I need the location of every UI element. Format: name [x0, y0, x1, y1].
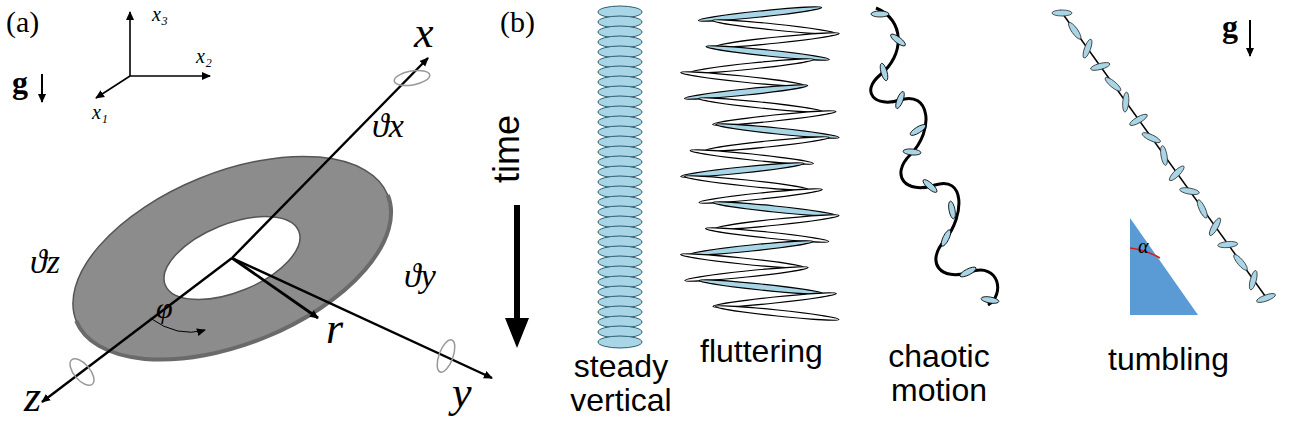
disk-snapshot [1179, 186, 1200, 195]
time-label: time [488, 115, 526, 183]
disk-snapshot [903, 148, 921, 156]
body-axes [42, 58, 492, 402]
disk-snapshot [939, 229, 952, 248]
disk-snapshot [1256, 292, 1277, 304]
axis-label: x₁ [92, 102, 108, 123]
angle-triangle [1130, 218, 1198, 315]
rotation-label: ϑz [30, 244, 60, 280]
flutter-trace [680, 5, 839, 323]
axis-label: y [452, 370, 472, 416]
rotation-label: ϑy [404, 258, 436, 294]
regime-label: steady vertical [556, 350, 686, 417]
chaotic-marks [871, 11, 999, 305]
time-arrowhead [505, 318, 529, 348]
regime-label: fluttering [700, 335, 823, 369]
axis-label: x₃ [152, 4, 168, 25]
disk-snapshot [705, 135, 829, 154]
time-arrow [514, 205, 520, 335]
disk-snapshot [1090, 61, 1111, 72]
chaotic-path [871, 8, 998, 305]
gravity-label: g [1222, 10, 1238, 44]
gravity-arrow [41, 74, 43, 102]
panel-label: (b) [500, 6, 535, 38]
disk-snapshot [1248, 270, 1259, 291]
tumbling-marks [1052, 10, 1276, 304]
disk-snapshot [598, 336, 642, 348]
disk-snapshot [909, 123, 927, 138]
disk-snapshot [1128, 112, 1148, 127]
disk-snapshot [1218, 241, 1238, 249]
disk-snapshot [1159, 145, 1168, 166]
gravity-label: g [12, 66, 28, 100]
disk-snapshot [1122, 92, 1130, 112]
disk-snapshot [1207, 217, 1222, 237]
axis-label: z [24, 374, 41, 420]
axis-label: x₂ [196, 46, 212, 67]
disk-snapshot [1103, 76, 1122, 93]
angle-label: φ [156, 292, 173, 324]
disk-snapshot [947, 201, 956, 220]
rotation-label: ϑx [372, 108, 404, 144]
disk-snapshot [879, 63, 890, 82]
disk-snapshot [871, 11, 889, 17]
disk-snapshot [1232, 253, 1249, 272]
gravity-arrow [1249, 20, 1251, 56]
panel-label: (a) [6, 6, 39, 38]
disk-snapshot [1081, 38, 1093, 59]
rotation-rings [66, 68, 459, 389]
axis-label: x [414, 10, 434, 56]
angle-label: α [1138, 236, 1149, 257]
disk-snapshot [894, 91, 906, 110]
disk-snapshot [889, 32, 907, 48]
disk-snapshot [1195, 199, 1209, 220]
disk-snapshot [1168, 164, 1186, 182]
disk-snapshot [959, 265, 978, 279]
disk-snapshot [981, 295, 1000, 304]
steady-stack [598, 6, 642, 348]
disk-snapshot [1052, 10, 1072, 16]
disk-snapshot [715, 304, 839, 323]
radius-label: r [326, 306, 343, 352]
disk-snapshot [921, 178, 938, 195]
disk-snapshot [1067, 21, 1083, 41]
regime-label: chaotic motion [864, 340, 1014, 407]
regime-label: tumbling [1108, 343, 1229, 377]
tumbling-path [1060, 10, 1268, 300]
disk-snapshot [1141, 131, 1162, 145]
